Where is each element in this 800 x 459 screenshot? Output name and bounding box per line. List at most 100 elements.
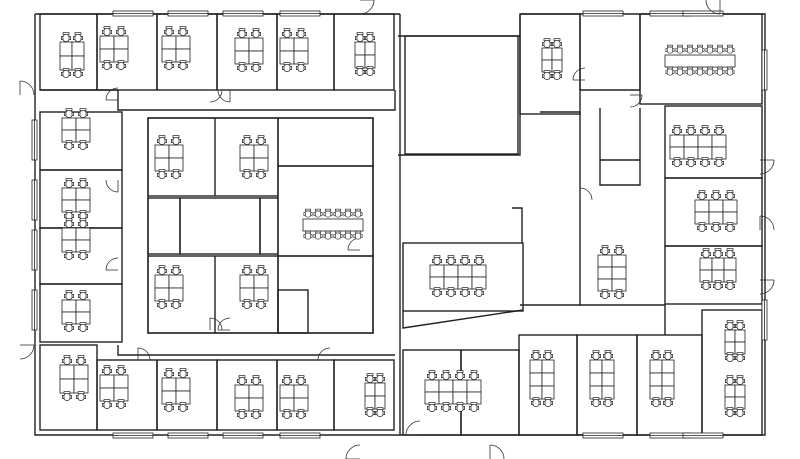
wall [402,309,524,329]
task-chair [62,355,72,365]
chair-arm [178,173,181,177]
chair-seat [179,404,187,412]
task-chair [651,397,661,407]
desk [649,359,663,374]
task-chair [552,38,562,48]
chair-seat [702,282,710,290]
chair-arm [686,161,689,165]
chair-back [428,370,436,373]
desk [61,199,77,213]
chair-arm [441,374,444,378]
chair-arm [171,30,174,34]
chair-back [79,250,87,253]
chair-back [736,375,744,378]
chair-back [179,26,187,29]
chair-seat [702,250,710,258]
desk [75,187,91,201]
chair-back [604,397,612,400]
chair-seat [701,127,709,135]
chair-arm [78,182,81,186]
chair-seat [726,282,734,290]
chair-arm [427,374,430,378]
chair-arm [715,48,718,52]
chair-arm [725,324,728,328]
wall [580,304,666,335]
chair-arm [343,212,346,216]
chair-arm [600,293,603,297]
door-arc [105,179,119,193]
chair-arm [725,48,728,52]
task-chair [296,28,306,38]
interior-office [179,197,261,255]
chair-seat [715,127,723,135]
desk [443,264,459,278]
door-arc [217,89,231,103]
task-chair [441,370,451,380]
chair-seat [532,352,540,360]
chair-arm [333,212,336,216]
desk-cluster [279,37,309,65]
task-chair [353,230,363,240]
chair-seat [103,28,111,36]
chair-seat [356,34,364,42]
chair-arm [157,139,160,143]
chair-arm [663,401,666,405]
task-chair [157,135,167,145]
chair-arm [171,303,174,307]
desk [239,157,255,172]
desk [61,311,77,325]
chair-seat [165,404,173,412]
desk [71,55,85,71]
chair-seat [475,289,483,297]
chair-seat [433,257,441,265]
desk [99,48,115,63]
chair-seat [470,372,478,380]
chair-seat [79,220,87,228]
chair-seat [243,137,251,145]
chair-arm [185,30,188,34]
chair-back [726,280,734,283]
chair-arm [249,303,252,307]
chair-arm [614,293,617,297]
chair-back [736,407,744,410]
chair-arm [71,112,74,116]
desk [694,211,710,225]
chair-back [344,208,352,212]
chair-arm [725,194,728,198]
chair-back [314,230,322,234]
door-swing [629,94,643,108]
door-arc [209,317,223,331]
desk-cluster [59,41,85,71]
chair-arm [700,129,703,133]
chair-back [243,299,251,302]
chair-seat [238,30,246,38]
chair-back [601,289,609,292]
desk [374,382,386,397]
desk [466,379,482,393]
chair-arm [251,66,254,70]
task-chair [455,402,465,412]
conference-table [302,218,364,232]
chair-arm [538,354,541,358]
chair-back [354,230,362,234]
task-chair [711,222,721,232]
chair-arm [621,249,624,253]
door-arc [629,94,643,108]
chair-arm [171,372,174,376]
task-chair [76,355,86,365]
desk-cluster [529,359,555,400]
chair-arm [242,303,245,307]
door-swing [19,80,35,96]
desk [724,329,736,343]
chair-seat [652,352,660,360]
desk [175,35,191,50]
desk [113,48,129,63]
task-chair [714,157,724,167]
chair-back [79,140,87,143]
desk [248,384,264,399]
chair-back [65,250,73,253]
interior-office [277,117,374,167]
chair-seat [366,68,374,76]
chair-seat [79,142,87,150]
task-chair [441,402,451,412]
